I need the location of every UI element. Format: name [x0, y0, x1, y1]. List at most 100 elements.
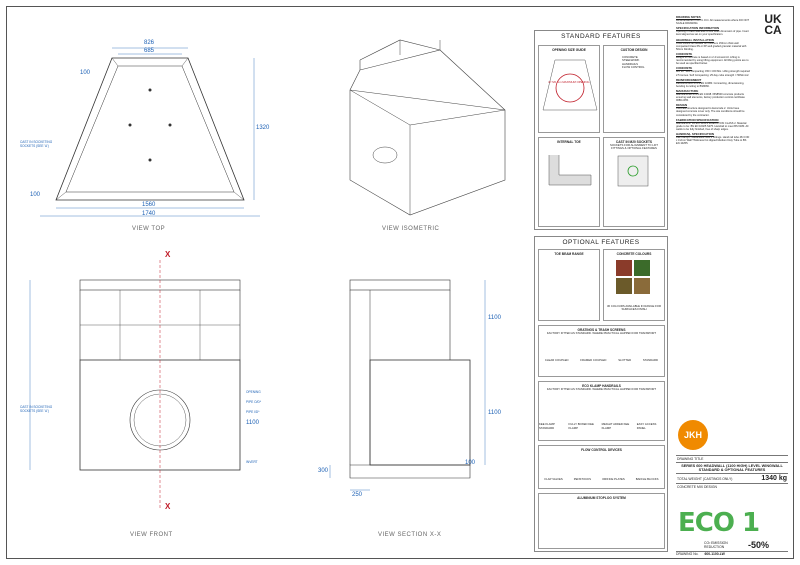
internal-toe-box: INTERNAL TOE — [538, 137, 600, 227]
spec-text: Reinforcement to BS EN 10080. Connecting… — [676, 81, 745, 88]
dim-section-250: 250 — [352, 492, 363, 498]
drawing-title: SERIES 600 HEADWALL (1100 HIGH) LEVEL WI… — [676, 462, 788, 473]
eco-clamp-box: ECO KLAMP HANDRAILS FACTORY FITTED AS ST… — [538, 381, 665, 441]
flow-control-box: FLOW CONTROL DEVICES FLAP VALVES PENSTOC… — [538, 445, 665, 489]
dim-top-1740: 1740 — [142, 211, 156, 217]
note-pipe-od: PIPE O/D* — [246, 400, 262, 404]
spec-heading: DESIGN — [676, 103, 688, 108]
eco-logo: ECO 1 — [678, 508, 760, 538]
handrail-type: MEIGHT ADDED KEE KLAMP — [601, 422, 630, 430]
note-top-socket: CAST IN SOCKETING SOCKETS (SEE 'A') — [20, 140, 53, 148]
view-section-drawing — [329, 279, 486, 491]
dim-top-685: 685 — [144, 48, 155, 54]
spec-heading: FABRICATION SPECIFICATION — [676, 117, 719, 122]
spec-heading: SPECIFICATION INFORMATION — [676, 26, 720, 31]
spec-heading: HEADWALL INSTALLATION — [676, 37, 714, 42]
drawing-sheet — [6, 6, 794, 559]
flow-type: BAFFLE BLOCKS — [635, 477, 659, 481]
flow-type: PENSTOCKS — [573, 477, 591, 481]
aluminium-box: ALUMINIUM STOPLOG SYSTEM — [538, 493, 665, 549]
swatch-red — [616, 260, 632, 276]
label-view-front: VIEW FRONT — [130, 532, 173, 538]
ukca-mark: UK CA — [758, 12, 788, 37]
optional-features-panel: OPTIONAL FEATURES TOE BEAM RANGE CONCRET… — [534, 236, 668, 552]
label-view-top: VIEW TOP — [132, 226, 166, 232]
handrail-types: KEE KLAMP STANDARD FULLY BOXED KEE KLAMP… — [539, 423, 664, 430]
section-mark-bottom: X — [165, 502, 171, 511]
weight-row: TOTAL WEIGHT (CASTINGS ONLY) 1340 kg — [676, 473, 788, 483]
concrete-label: CONCRETE MIX DESIGN — [676, 483, 788, 490]
spec-text: Units should be bedded on minimum 150mm … — [676, 41, 747, 51]
weight-value: 1340 kg — [761, 475, 787, 482]
drawing-no: 600-1100-LW — [704, 552, 725, 556]
note-invert: INVERT — [246, 460, 258, 464]
view-top: 826 685 100 1320 100 1560 1740 CAST IN S… — [20, 30, 280, 220]
dim-section-1100b: 1100 — [488, 410, 501, 416]
note-opening: OPENING — [246, 390, 261, 394]
opening-guide-title: OPENING SIZE GUIDE — [552, 48, 586, 52]
custom-design-box: CUSTOM DESIGN CONCRETE STEELWORK HANDRAI… — [603, 45, 665, 133]
note-pipe-id: PIPE I/D* — [246, 410, 260, 414]
colour-swatches — [616, 260, 650, 294]
gratings-title: GRATINGS & TRASH SCREENS — [577, 328, 626, 332]
view-section: 1100 1100 100 300 250 — [290, 240, 525, 520]
spec-text: Kee Klamp® Galvanised Size 8 Fittings. H… — [676, 136, 750, 146]
gratings-note: FACTORY FITTED AS STANDARD. WHERE PRACTI… — [546, 331, 657, 335]
view-front-drawing — [29, 260, 241, 510]
spec-heading: CONCRETE — [676, 51, 693, 56]
swatch-green — [634, 260, 650, 276]
grating-types: CLEAR COUPLED FRAMED COUPLED SLOTTED STA… — [539, 358, 664, 363]
emission-value: -50% — [748, 540, 770, 550]
drawing-number-block: DRAWING No. 600-1100-LW — [676, 551, 788, 556]
ukca-top: UK — [764, 12, 782, 26]
colours-note: 30 COLOURS AVAILABLE IN RANGE FOR SURFAC… — [607, 304, 661, 312]
drawing-no-label: DRAWING No. — [676, 552, 699, 556]
spec-heading: CONCRETE — [676, 66, 693, 71]
optional-features-title: OPTIONAL FEATURES — [562, 239, 640, 246]
cast-in-box: CAST IN M20 SOCKETS SOCKETS FOR ALIGNMEN… — [603, 137, 665, 227]
standard-features-panel: STANDARD FEATURES OPENING SIZE GUIDE Ø 7… — [534, 30, 668, 230]
title-block: DRAWING TITLE SERIES 600 HEADWALL (1100 … — [676, 455, 788, 490]
eco-clamp-title: ECO KLAMP HANDRAILS — [582, 384, 621, 388]
dim-top-1560: 1560 — [142, 202, 156, 208]
dim-section-100: 100 — [465, 460, 476, 466]
spec-text: Weight of concrete is based on 2.4 tonne… — [676, 56, 749, 66]
handrail-type: EASY ACCESS PANEL — [636, 422, 657, 430]
spec-text: Manufactured to BS EN 13198 / BS8500 con… — [676, 92, 745, 103]
view-isometric-drawing — [349, 39, 506, 216]
custom-item: HANDRAILS — [622, 61, 639, 66]
grating-type: FRAMED COUPLED — [580, 358, 607, 363]
custom-design-list: CONCRETE STEELWORK HANDRAILS FLOW CONTRO… — [604, 52, 664, 74]
dim-section-1100a: 1100 — [488, 315, 501, 321]
internal-toe-title: INTERNAL TOE — [557, 140, 581, 144]
gratings-box: GRATINGS & TRASH SCREENS FACTORY FITTED … — [538, 325, 665, 377]
toe-beam-box: TOE BEAM RANGE — [538, 249, 600, 321]
cast-in-title: CAST IN M20 SOCKETS — [615, 140, 653, 144]
opening-guide-box: OPENING SIZE GUIDE Ø 720 mm MAXIMUM OPEN… — [538, 45, 600, 133]
emission-block: CO² EMISSION REDUCTION -50% — [704, 540, 769, 550]
custom-item: CONCRETE — [622, 55, 638, 59]
dim-section-300: 300 — [318, 468, 329, 474]
flow-types: FLAP VALVES PENSTOCKS ORIFICE PLATES BAF… — [539, 477, 664, 481]
standard-features-title: STANDARD FEATURES — [561, 33, 641, 40]
view-top-drawing — [40, 47, 260, 217]
emission-label: CO² EMISSION REDUCTION — [704, 541, 728, 549]
dim-top-100b: 100 — [30, 192, 41, 198]
internal-toe-drawing — [548, 155, 592, 186]
spec-text: Min 28° Self compacting C50 / C60 Mix. L… — [676, 70, 750, 77]
swatch-sand — [634, 278, 650, 294]
dim-top-100a: 100 — [80, 70, 91, 76]
ukca-bottom: CA — [764, 23, 782, 37]
label-view-section: VIEW SECTION X-X — [378, 532, 442, 538]
weight-label: TOTAL WEIGHT (CASTINGS ONLY) — [677, 476, 733, 481]
flow-control-title: FLOW CONTROL DEVICES — [581, 448, 622, 452]
jkh-logo: JKH — [678, 420, 708, 450]
flow-type: ORIFICE PLATES — [602, 477, 625, 481]
grating-type: SLOTTED — [618, 358, 632, 363]
handrail-type: FULLY BOXED KEE KLAMP — [568, 422, 594, 430]
spec-text: Concrete structure designed to Eurocode … — [676, 107, 745, 117]
section-mark-top: X — [165, 250, 171, 259]
aluminium-title: ALUMINIUM STOPLOG SYSTEM — [577, 496, 626, 500]
view-front: 1100 X X CAST IN SOCKETING SOCKETS (SEE … — [20, 240, 280, 520]
